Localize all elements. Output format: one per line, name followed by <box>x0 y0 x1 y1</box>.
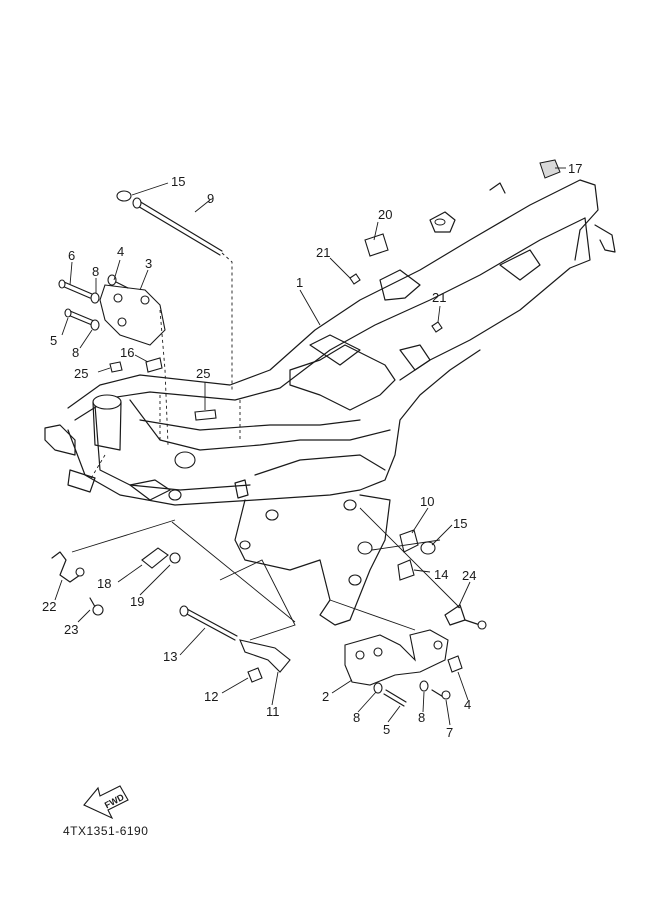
callout-11: 11 <box>266 704 280 719</box>
assembly-guides <box>71 507 461 641</box>
callout-20: 20 <box>378 207 392 222</box>
callout-3: 3 <box>145 256 152 271</box>
callout-8: 8 <box>72 345 79 360</box>
callout-7: 7 <box>446 725 453 740</box>
callout-12: 12 <box>204 689 218 704</box>
callout-16: 16 <box>120 345 134 360</box>
callout-25: 25 <box>74 366 88 381</box>
callout-6: 6 <box>68 248 75 263</box>
callout-19: 19 <box>130 594 144 609</box>
callout-5: 5 <box>383 722 390 737</box>
callout-8: 8 <box>92 264 99 279</box>
callout-21: 21 <box>432 290 446 305</box>
callout-4: 4 <box>464 697 471 712</box>
callout-23: 23 <box>64 622 78 637</box>
callout-10: 10 <box>420 494 434 509</box>
engine-bracket-left <box>99 284 169 446</box>
fwd-arrow: FWD <box>83 785 129 820</box>
engine-bracket-right <box>344 629 449 686</box>
callout-15: 15 <box>171 174 185 189</box>
part-code: 4TX1351-6190 <box>63 824 148 838</box>
callout-14: 14 <box>434 567 448 582</box>
callout-leaders <box>54 167 566 726</box>
callout-13: 13 <box>163 649 177 664</box>
callout-24: 24 <box>462 568 476 583</box>
callout-17: 17 <box>568 161 582 176</box>
callout-22: 22 <box>42 599 56 614</box>
fasteners <box>51 159 561 707</box>
callout-15: 15 <box>453 516 467 531</box>
callout-8: 8 <box>418 710 425 725</box>
callout-9: 9 <box>207 191 214 206</box>
callout-1: 1 <box>296 275 303 290</box>
callout-5: 5 <box>50 333 57 348</box>
callout-numbers: 15 9 20 17 6 4 3 8 21 1 21 5 8 16 25 25 … <box>42 161 582 740</box>
callout-25: 25 <box>196 366 210 381</box>
callout-2: 2 <box>322 689 329 704</box>
callout-8: 8 <box>353 710 360 725</box>
callout-21: 21 <box>316 245 330 260</box>
main-frame <box>44 179 616 626</box>
callout-4: 4 <box>117 244 124 259</box>
callout-18: 18 <box>97 576 111 591</box>
